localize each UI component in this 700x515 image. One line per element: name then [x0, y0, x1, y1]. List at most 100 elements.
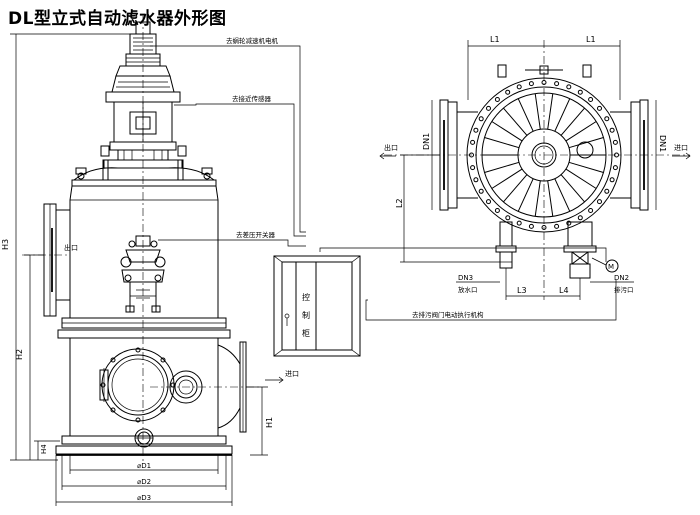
- cabinet-label-2: 制: [302, 310, 310, 320]
- flange-bolt: [478, 116, 484, 122]
- screen-spoke: [560, 107, 585, 136]
- top-head: [71, 167, 217, 187]
- dim-d3: ⌀D3: [137, 494, 151, 502]
- dim-h2: H2: [15, 349, 24, 360]
- screen-spoke: [547, 93, 554, 130]
- flange-bolt: [494, 208, 500, 213]
- outlet-label-front: 出口: [64, 243, 78, 252]
- screen-spoke: [484, 137, 520, 149]
- flange-bolt: [597, 105, 602, 111]
- dim-dn2: DN2: [614, 274, 629, 282]
- flange-bolt: [469, 152, 474, 158]
- outlet-nozzle: [43, 203, 70, 317]
- control-cabinet: 控 制 柜: [273, 255, 361, 357]
- flange-bolt: [541, 225, 547, 230]
- flange-bolt: [528, 223, 534, 229]
- flange-bolt-ring: [469, 80, 619, 230]
- flange-bolt: [612, 139, 618, 145]
- flange-bolt: [486, 199, 491, 205]
- dim-dn1-right: DN1: [658, 135, 667, 152]
- flange-bolt: [505, 89, 511, 95]
- flange-bolt: [604, 116, 610, 122]
- flange-bolt: [612, 165, 618, 171]
- motor-symbol: M: [608, 263, 614, 271]
- bottom-drain: [134, 428, 154, 448]
- dim-h1: H1: [265, 417, 274, 428]
- flange-bolt: [577, 215, 583, 221]
- flange-bolt: [609, 177, 615, 183]
- flange-bolt: [505, 215, 511, 221]
- flange-bolt: [486, 105, 491, 111]
- screen-spoke: [503, 174, 528, 203]
- screen-spoke: [547, 180, 554, 217]
- front-elevation: H3 H2 H4 H1 ⌀D1 ⌀D2 ⌀D3 出口 进口: [1, 16, 299, 506]
- upper-shell: [57, 185, 231, 339]
- screen-spoke: [568, 137, 604, 149]
- flange-bolt: [473, 177, 479, 183]
- screen-spokes: [482, 93, 606, 217]
- screen-spoke: [517, 98, 534, 132]
- outlet-label-plan: 出口: [384, 143, 398, 152]
- flange-bolt: [494, 97, 500, 102]
- screen-spoke: [568, 161, 604, 173]
- inlet-label-plan: 进口: [674, 144, 688, 152]
- inlet-label-front: 进口: [285, 370, 299, 378]
- screen-spoke: [554, 98, 571, 132]
- flange-bolt: [528, 81, 534, 87]
- plan-view: M L1 L1 DN1 DN1 L2 L3 L4 DN3 放水口 DN2 排污口…: [379, 35, 691, 300]
- dim-h3: H3: [1, 239, 10, 250]
- dim-l3: L3: [517, 286, 527, 295]
- flange-bolt: [609, 127, 615, 133]
- dim-l4: L4: [559, 286, 569, 295]
- screen-spoke: [491, 121, 523, 142]
- flange-bolt: [577, 89, 583, 95]
- drawing-title: DL型立式自动滤水器外形图: [8, 9, 227, 29]
- dim-l2: L2: [395, 198, 404, 208]
- screen-spoke: [491, 168, 523, 189]
- screen-spoke: [565, 121, 597, 142]
- dim-d1: ⌀D1: [137, 462, 151, 470]
- flange-bolt: [554, 223, 560, 229]
- dim-dn1-left: DN1: [422, 133, 431, 150]
- cabinet-label-1: 控: [302, 292, 310, 302]
- callout-sensor: 去接近传感器: [232, 94, 272, 103]
- flange-bolt: [566, 220, 572, 226]
- flange-bolt: [614, 152, 619, 158]
- dim-dn3: DN3: [458, 274, 473, 282]
- screen-spoke: [560, 174, 585, 203]
- screen-spoke: [517, 178, 534, 212]
- screen-spoke: [484, 161, 520, 173]
- screen-spoke: [534, 93, 541, 130]
- callout-valve-actuator: 去排污阀门电动执行机构: [412, 310, 484, 319]
- wiring-callouts: 去蜗轮减速机电机 去接近传感器 去差压开关器 去排污阀门电动执行机构: [150, 36, 617, 321]
- screen-spoke: [565, 168, 597, 189]
- flange-bolt: [588, 208, 594, 213]
- dim-d2: ⌀D2: [137, 478, 151, 486]
- front-dimensions: [10, 33, 268, 506]
- lower-body: [55, 338, 247, 456]
- flange-bolt: [597, 199, 602, 205]
- callout-dp-switch: 去差压开关器: [236, 230, 276, 239]
- drain-label: 排污口: [614, 285, 634, 294]
- vent-label: 放水口: [458, 285, 478, 294]
- screen-spoke: [534, 180, 541, 217]
- handhole-cover: [99, 347, 176, 423]
- flange-bolt: [478, 188, 484, 194]
- flange-bolt: [516, 84, 522, 90]
- dim-l1-left: L1: [490, 35, 500, 44]
- cabinet-label-3: 柜: [302, 328, 310, 338]
- flange-bolt: [588, 97, 594, 102]
- dim-l1-right: L1: [586, 35, 596, 44]
- screen-spoke: [554, 178, 571, 212]
- flange-bolt: [470, 139, 476, 145]
- screen-spoke: [503, 107, 528, 136]
- flange-bolt: [473, 127, 479, 133]
- flange-bolt: [566, 84, 572, 90]
- flange-bolt: [516, 220, 522, 226]
- callout-motor: 去蜗轮减速机电机: [226, 36, 279, 45]
- dim-h4: H4: [40, 444, 48, 454]
- flange-bolt: [541, 80, 547, 85]
- flange-bolt: [470, 165, 476, 171]
- flange-bolt: [604, 188, 610, 194]
